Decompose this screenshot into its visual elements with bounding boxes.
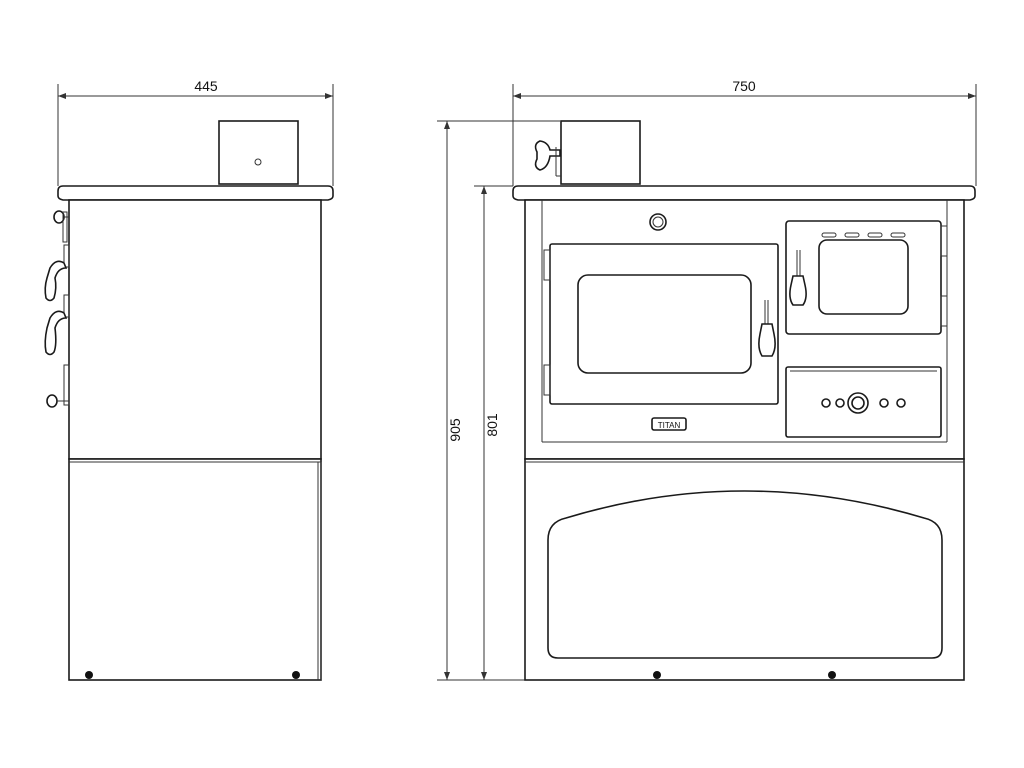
total-height-dimension: 905 bbox=[437, 120, 560, 681]
firebox-door-handle bbox=[789, 275, 807, 306]
front-width-label: 750 bbox=[732, 78, 756, 94]
front-foot-left bbox=[653, 671, 661, 679]
side-upper-body bbox=[68, 199, 322, 460]
oven-window bbox=[577, 274, 752, 374]
body-height-dimension: 801 bbox=[474, 185, 513, 680]
firebox-door bbox=[785, 220, 948, 335]
side-lower-body bbox=[68, 458, 322, 681]
front-width-dimension: 750 bbox=[512, 78, 977, 186]
air-control-knob bbox=[847, 392, 869, 414]
brand-badge-text: TITAN bbox=[658, 421, 681, 430]
ash-drawer bbox=[785, 366, 942, 438]
side-foot-right bbox=[292, 671, 300, 679]
side-view: 445 bbox=[44, 78, 334, 681]
flue-outlet-side bbox=[218, 120, 299, 185]
wood-storage-drawer bbox=[547, 490, 943, 659]
front-foot-right bbox=[828, 671, 836, 679]
side-width-dimension: 445 bbox=[57, 78, 334, 186]
front-hob-plate bbox=[512, 185, 976, 201]
side-width-label: 445 bbox=[194, 78, 218, 94]
total-height-label: 905 bbox=[447, 418, 463, 442]
oven-door-handle bbox=[758, 323, 776, 357]
flue-outlet-front bbox=[560, 120, 641, 185]
side-handles bbox=[44, 210, 70, 408]
thermometer bbox=[649, 213, 667, 231]
front-view: 750 905 801 bbox=[437, 78, 977, 681]
side-foot-left bbox=[85, 671, 93, 679]
brand-badge bbox=[651, 417, 687, 431]
flue-damper-key bbox=[534, 140, 561, 171]
flue-screw bbox=[254, 158, 262, 166]
firebox-window bbox=[818, 239, 909, 315]
side-hob-plate bbox=[57, 185, 334, 201]
oven-door bbox=[543, 243, 779, 405]
body-height-label: 801 bbox=[484, 413, 500, 437]
